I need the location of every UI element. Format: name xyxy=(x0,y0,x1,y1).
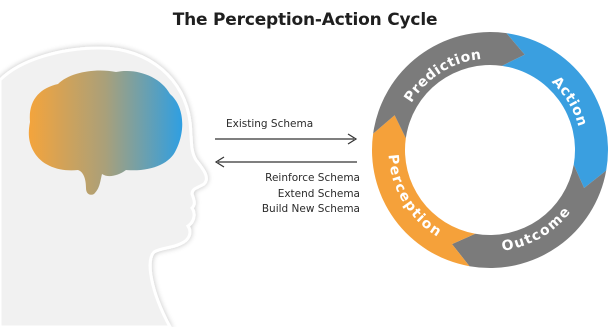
feedback-labels: Reinforce Schema Extend Schema Build New… xyxy=(262,171,360,218)
build-new-schema-label: Build New Schema xyxy=(261,203,360,215)
cycle-segment-action xyxy=(501,33,609,189)
forward-arrow xyxy=(215,133,358,145)
feedback-arrow xyxy=(214,156,357,168)
extend-schema-label: Extend Schema xyxy=(277,187,360,200)
cycle-segment-perception xyxy=(372,115,476,267)
existing-schema-label: Existing Schema xyxy=(226,118,314,130)
reinforce-schema-label: Reinforce Schema xyxy=(265,172,360,184)
cycle-segment-prediction xyxy=(373,32,525,139)
diagram-title: The Perception-Action Cycle xyxy=(172,10,438,30)
brain-shape xyxy=(28,70,183,195)
cycle-segment-outcome xyxy=(451,164,607,268)
